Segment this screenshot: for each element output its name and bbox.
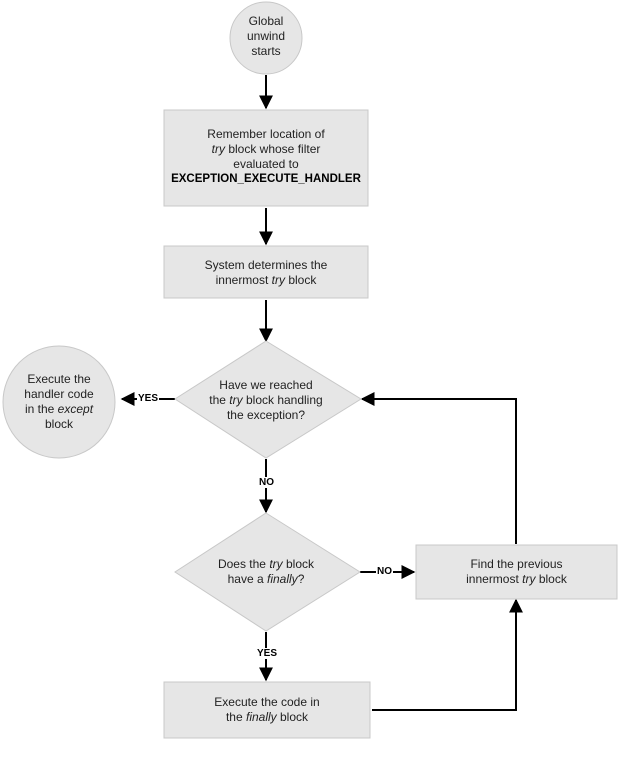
edge-label-yes-left: YES (137, 393, 160, 404)
edge-find-to-reached (360, 392, 517, 544)
node-reached-diamond (174, 340, 362, 459)
exec-finally-text: Execute the code in the finally block (214, 695, 320, 724)
innermost-text: System determines the innermost try bloc… (204, 258, 328, 287)
start-text: Global unwind starts (246, 14, 286, 58)
edge-label-yes-down: YES (256, 648, 279, 659)
find-text: Find the previous innermost try block (466, 557, 567, 586)
handler-text: Execute the handler code in the except b… (24, 372, 94, 431)
remember-text: Remember location of try block whose fil… (171, 127, 361, 185)
node-finally-diamond (174, 512, 361, 632)
edge-exec-to-find (372, 598, 523, 711)
edge-label-no-right: NO (376, 566, 393, 577)
node-exec-box (163, 681, 371, 739)
node-innermost-box (163, 245, 369, 299)
node-find-box (415, 544, 618, 600)
node-remember-box (163, 109, 369, 207)
reached-text: Have we reached the try block handling t… (209, 378, 323, 422)
edge-label-no-down: NO (258, 477, 275, 488)
node-start-circle (229, 1, 303, 75)
finally-text: Does the try block have a finally? (217, 557, 315, 586)
node-handler-circle (2, 345, 116, 459)
